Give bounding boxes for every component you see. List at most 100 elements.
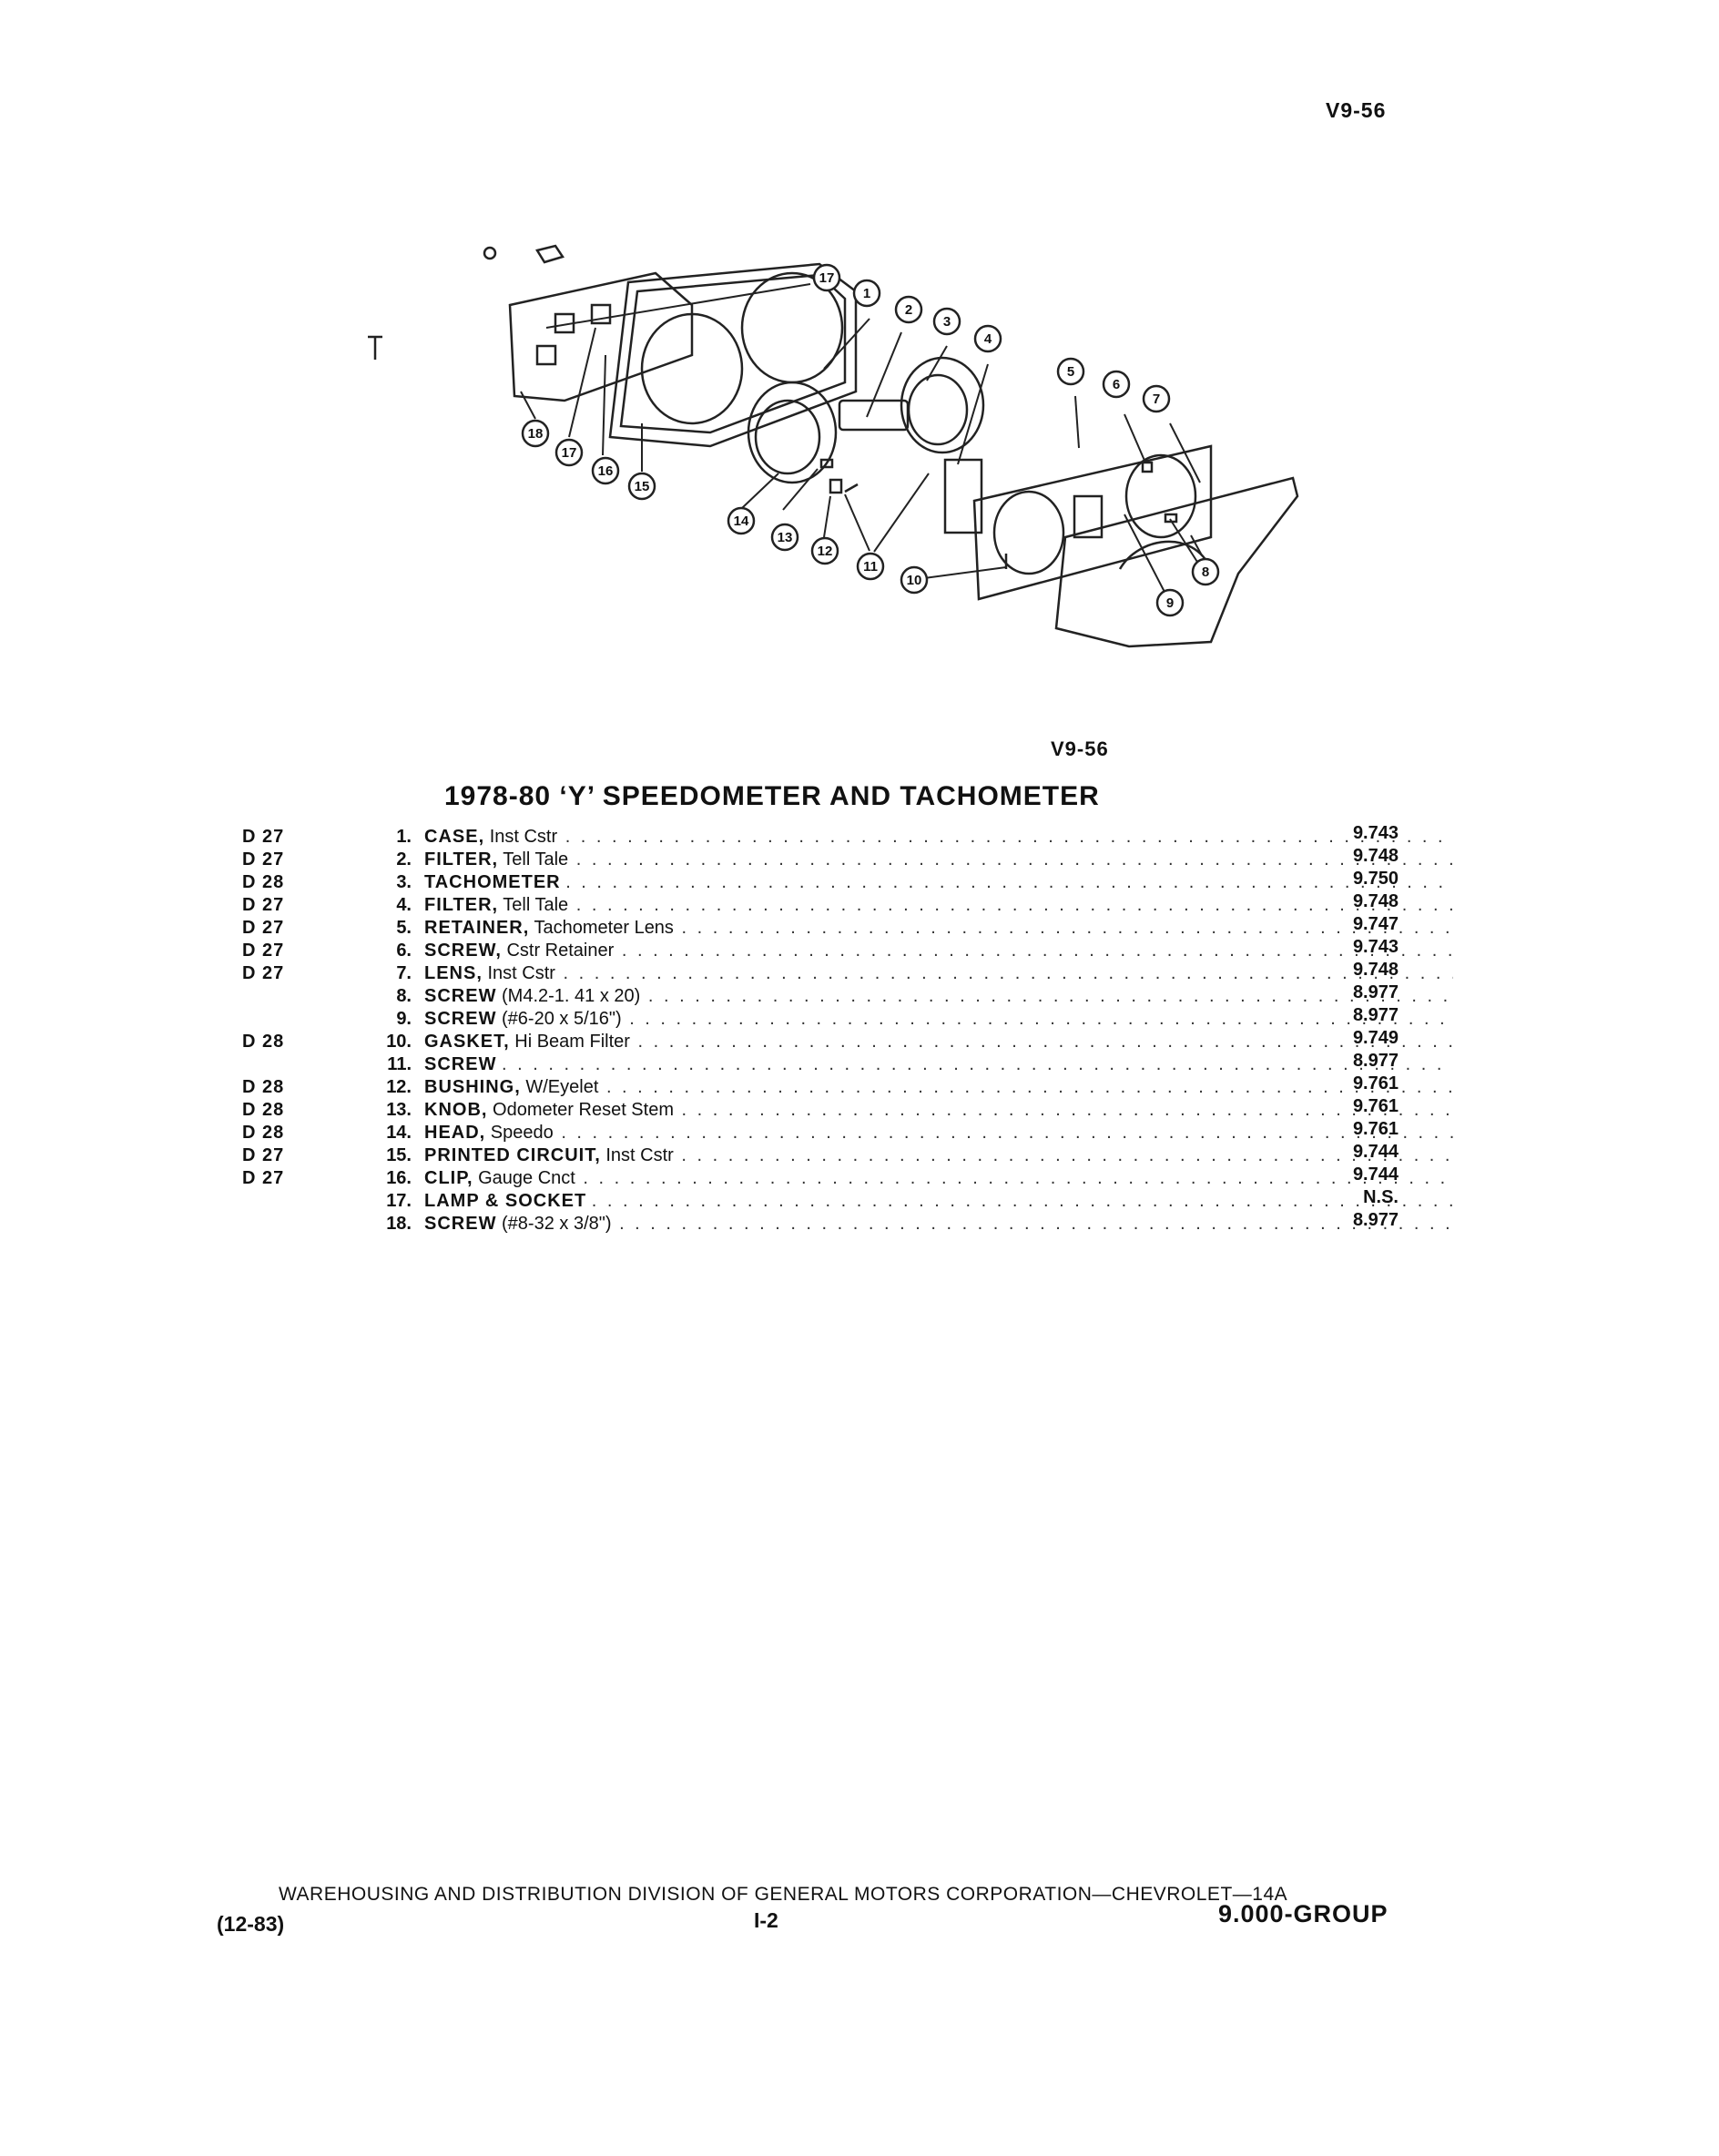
leader-dots: . . . . . . . . . . . . . . . . . . . . … — [647, 986, 1453, 1006]
item-detail: Inst Cstr — [605, 1145, 674, 1165]
item-name: LAMP & SOCKET — [424, 1191, 587, 1211]
footer-division: WAREHOUSING AND DISTRIBUTION DIVISION OF… — [279, 1884, 1288, 1905]
department-code: D 27 — [242, 849, 285, 870]
item-description: GASKET, Hi Beam Filter . . . . . . . . .… — [424, 1032, 1453, 1053]
footer-group: 9.000-GROUP — [1218, 1900, 1388, 1927]
exploded-diagram: 17 1 2 3 4 5 6 7 8 9 10 11 12 13 14 15 1… — [368, 244, 1299, 648]
department-code: D 28 — [242, 1077, 285, 1097]
cluster-case-drawing — [608, 262, 858, 448]
department-code: D 27 — [242, 941, 285, 961]
department-code: D 28 — [242, 1123, 285, 1143]
leader-dots: . . . . . . . . . . . . . . . . . . . . … — [565, 827, 1453, 847]
group-number: 9.750 — [1352, 869, 1399, 889]
callout-18 — [521, 419, 550, 448]
item-number: 7. — [396, 963, 412, 983]
item-description: SCREW, Cstr Retainer . . . . . . . . . .… — [424, 941, 1453, 961]
group-number: 9.761 — [1352, 1073, 1399, 1093]
leader-dots: . . . . . . . . . . . . . . . . . . . . … — [621, 941, 1453, 961]
item-description: LENS, Inst Cstr . . . . . . . . . . . . … — [424, 963, 1453, 984]
item-name: CLIP, — [424, 1168, 473, 1188]
callout-18-label: 18 — [528, 426, 544, 442]
group-number: 9.748 — [1352, 960, 1399, 980]
callout-11 — [856, 552, 885, 581]
item-name: SCREW — [424, 986, 497, 1006]
department-code: D 27 — [242, 963, 285, 983]
callout-16-label: 16 — [598, 463, 614, 479]
callout-17-top-label: 17 — [819, 270, 835, 286]
callout-2 — [894, 295, 923, 324]
item-description: SCREW (#8-32 x 3/8") . . . . . . . . . .… — [424, 1214, 1453, 1235]
item-detail: Cstr Retainer — [506, 941, 615, 961]
item-detail: Tachometer Lens — [534, 918, 674, 938]
page-code: V9-56 — [1326, 98, 1387, 122]
item-description: HEAD, Speedo . . . . . . . . . . . . . .… — [424, 1123, 1453, 1144]
screw-11-drawing — [844, 483, 859, 493]
leader-dots: . . . . . . . . . . . . . . . . . . . . … — [629, 1009, 1453, 1029]
item-name: SCREW, — [424, 941, 502, 961]
callout-circles — [521, 263, 1220, 617]
item-number: 13. — [386, 1100, 412, 1120]
list-item: 9.SCREW (#6-20 x 5/16") . . . . . . . . … — [242, 1005, 1453, 1032]
group-number: 9.749 — [1352, 1028, 1399, 1048]
group-number: 9.743 — [1352, 937, 1399, 957]
item-description: LAMP & SOCKET . . . . . . . . . . . . . … — [424, 1191, 1453, 1212]
filter-4-drawing — [943, 458, 983, 534]
callout-17-label: 17 — [562, 445, 577, 461]
callout-4 — [973, 324, 1002, 353]
callout-5 — [1056, 357, 1085, 386]
department-code: D 28 — [242, 1100, 285, 1120]
leader-dots: . . . . . . . . . . . . . . . . . . . . … — [561, 1123, 1453, 1143]
item-detail: (M4.2-1. 41 x 20) — [502, 986, 641, 1006]
leader-dots: . . . . . . . . . . . . . . . . . . . . … — [502, 1054, 1453, 1074]
leader-dots: . . . . . . . . . . . . . . . . . . . . … — [565, 872, 1453, 892]
item-detail: Inst Cstr — [489, 827, 558, 847]
bushing-drawing — [829, 478, 843, 494]
callout-9-label: 9 — [1166, 595, 1174, 611]
leader-dots: . . . . . . . . . . . . . . . . . . . . … — [591, 1191, 1453, 1211]
section-title: 1978-80 ‘Y’ SPEEDOMETER AND TACHOMETER — [444, 781, 1100, 811]
callout-4-label: 4 — [984, 331, 992, 347]
item-description: FILTER, Tell Tale . . . . . . . . . . . … — [424, 849, 1453, 870]
list-item: 8.SCREW (M4.2-1. 41 x 20) . . . . . . . … — [242, 982, 1453, 1009]
item-detail: Odometer Reset Stem — [493, 1100, 674, 1120]
footer-page-number: I-2 — [754, 1908, 778, 1932]
group-number: 9.761 — [1352, 1119, 1399, 1139]
item-number: 6. — [396, 941, 412, 961]
item-detail: W/Eyelet — [525, 1077, 599, 1097]
list-item: D 27 7. LENS, Inst Cstr . . . . . . . . . … — [242, 960, 1453, 986]
item-number: 10. — [386, 1032, 412, 1052]
item-description: RETAINER, Tachometer Lens . . . . . . . … — [424, 918, 1453, 939]
group-number: 9.748 — [1352, 891, 1399, 911]
item-description: CLIP, Gauge Cnct . . . . . . . . . . . .… — [424, 1168, 1453, 1189]
item-number: 14. — [386, 1123, 412, 1143]
item-detail: Tell Tale — [503, 895, 569, 915]
item-detail: Tell Tale — [503, 849, 569, 870]
department-code: D 27 — [242, 895, 285, 915]
leader-dots: . . . . . . . . . . . . . . . . . . . . … — [583, 1168, 1453, 1188]
item-number: 5. — [396, 918, 412, 938]
item-detail: (#6-20 x 5/16") — [502, 1009, 622, 1029]
item-name: RETAINER, — [424, 918, 530, 938]
item-number: 4. — [396, 895, 412, 915]
department-code: D 28 — [242, 872, 285, 892]
item-name: FILTER, — [424, 849, 499, 870]
leader-dots: . . . . . . . . . . . . . . . . . . . . … — [619, 1214, 1453, 1234]
knob-drawing — [819, 458, 834, 469]
callout-3 — [932, 307, 961, 336]
item-name: SCREW — [424, 1054, 497, 1074]
screw-6-drawing — [1141, 461, 1154, 473]
callout-6-label: 6 — [1113, 377, 1120, 392]
speedo-head-drawing — [747, 381, 838, 484]
group-number: N.S. — [1363, 1187, 1399, 1207]
callout-3-label: 3 — [943, 314, 951, 330]
leader-dots: . . . . . . . . . . . . . . . . . . . . … — [575, 849, 1453, 870]
group-number: 9.748 — [1352, 846, 1399, 866]
item-description: SCREW . . . . . . . . . . . . . . . . . … — [424, 1054, 1453, 1075]
